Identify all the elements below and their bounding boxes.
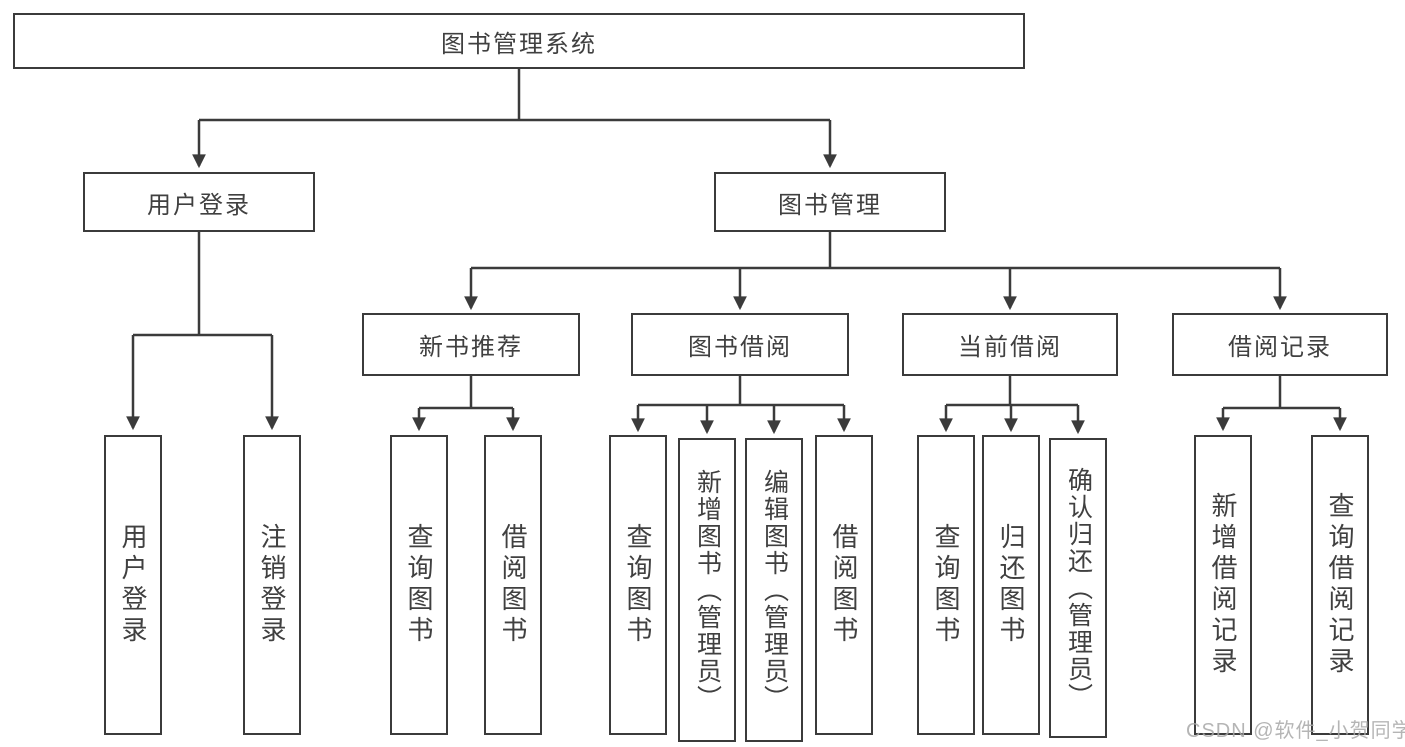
- node-book-management: 图书管理: [714, 172, 946, 232]
- node-book-borrow: 图书借阅: [631, 313, 849, 376]
- leaf-label: 编辑图书（管理员）: [760, 468, 789, 712]
- watermark: CSDN @软件_小贺同学: [1186, 720, 1405, 742]
- leaf-cb-confirm-return-admin: 确认归还（管理员）: [1049, 438, 1107, 738]
- node-label: 新书推荐: [419, 334, 523, 361]
- node-label: 当前借阅: [958, 334, 1062, 361]
- leaf-label: 查询图书: [404, 523, 434, 647]
- leaf-br-query-record: 查询借阅记录: [1311, 435, 1369, 735]
- node-borrow-records: 借阅记录: [1172, 313, 1388, 376]
- node-new-book-recommend: 新书推荐: [362, 313, 580, 376]
- leaf-bb-borrow-books: 借阅图书: [815, 435, 873, 735]
- node-library-system-root: 图书管理系统: [13, 13, 1025, 69]
- leaf-label: 归还图书: [996, 523, 1026, 647]
- leaf-label: 借阅图书: [498, 523, 528, 647]
- node-label: 图书管理系统: [441, 30, 597, 58]
- node-current-borrow: 当前借阅: [902, 313, 1118, 376]
- node-label: 图书管理: [778, 191, 882, 219]
- leaf-nb-query-books: 查询图书: [390, 435, 448, 735]
- leaf-bb-edit-books-admin: 编辑图书（管理员）: [745, 438, 803, 742]
- leaf-bb-query-books: 查询图书: [609, 435, 667, 735]
- leaf-label: 查询图书: [931, 523, 961, 647]
- leaf-label: 查询图书: [623, 523, 653, 647]
- leaf-label: 用户登录: [118, 523, 148, 647]
- leaf-cb-return-books: 归还图书: [982, 435, 1040, 735]
- leaf-user-login: 用户登录: [104, 435, 162, 735]
- leaf-label: 查询借阅记录: [1325, 492, 1355, 678]
- leaf-bb-add-books-admin: 新增图书（管理员）: [678, 438, 736, 742]
- node-label: 用户登录: [147, 191, 251, 219]
- leaf-label: 新增图书（管理员）: [693, 468, 722, 712]
- leaf-label: 确认归还（管理员）: [1064, 466, 1093, 710]
- node-user-login: 用户登录: [83, 172, 315, 232]
- node-label: 借阅记录: [1228, 334, 1332, 361]
- leaf-label: 借阅图书: [829, 523, 859, 647]
- leaf-label: 新增借阅记录: [1208, 492, 1238, 678]
- leaf-nb-borrow-books: 借阅图书: [484, 435, 542, 735]
- leaf-logout: 注销登录: [243, 435, 301, 735]
- leaf-br-add-record: 新增借阅记录: [1194, 435, 1252, 735]
- leaf-label: 注销登录: [257, 523, 287, 647]
- leaf-cb-query-books: 查询图书: [917, 435, 975, 735]
- node-label: 图书借阅: [688, 334, 792, 361]
